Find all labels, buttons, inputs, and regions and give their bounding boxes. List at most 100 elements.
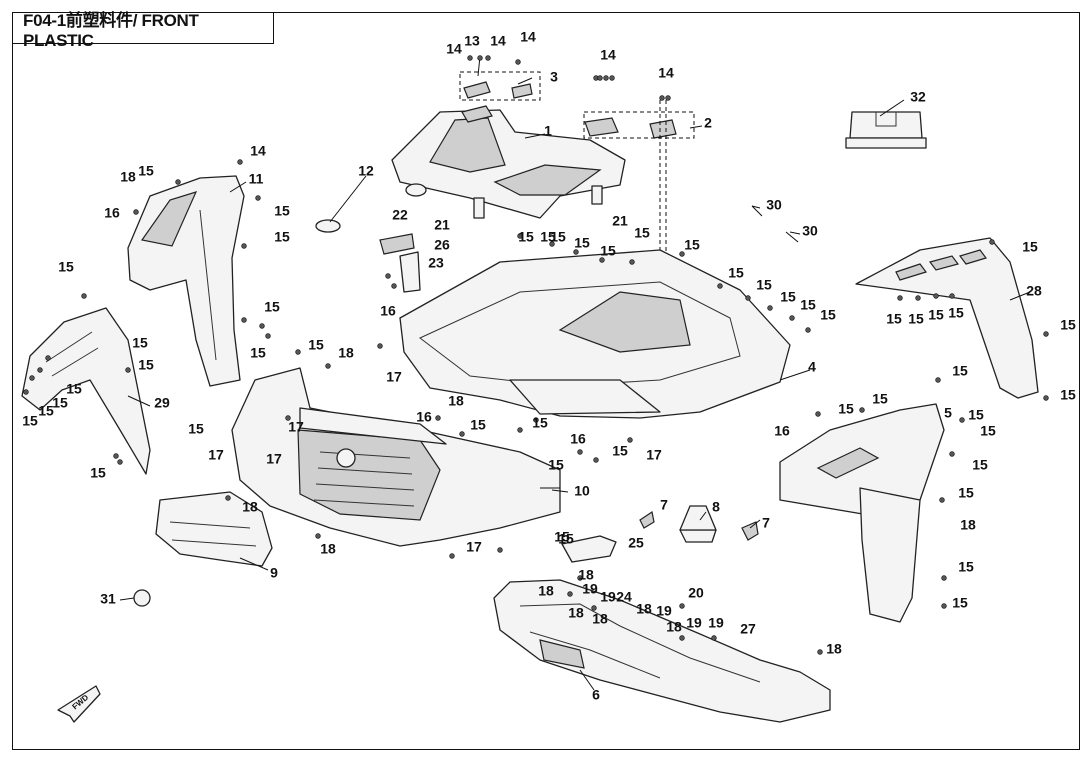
diagram-frame <box>12 12 1080 750</box>
callout-label: 19 <box>582 581 598 597</box>
callout-label: 30 <box>766 197 782 213</box>
screw-icon <box>285 415 291 421</box>
callout-label: 15 <box>548 457 564 473</box>
callout-label: 17 <box>266 451 282 467</box>
part-fender-right-5 <box>779 403 945 623</box>
screw-icon <box>133 209 139 215</box>
part-dashboard-4 <box>399 249 791 419</box>
callout-label: 18 <box>592 611 608 627</box>
callout-label: 6 <box>592 687 600 703</box>
screw-icon <box>989 239 995 245</box>
screw-icon <box>113 453 119 459</box>
screw-icon <box>593 457 599 463</box>
screw-icon <box>255 195 261 201</box>
callout-label: 14 <box>520 29 536 45</box>
callout-label: 19 <box>686 615 702 631</box>
screw-icon <box>897 295 903 301</box>
callout-label: 15 <box>980 423 996 439</box>
screw-icon <box>497 547 503 553</box>
screw-icon <box>603 75 609 81</box>
screw-icon <box>599 257 605 263</box>
callout-label: 14 <box>658 65 674 81</box>
callout-label: 15 <box>872 391 888 407</box>
callout-label: 15 <box>634 225 650 241</box>
part-fender-right-28 <box>855 237 1039 399</box>
callout-label: 18 <box>338 345 354 361</box>
screw-icon <box>629 259 635 265</box>
callout-label: 32 <box>910 89 926 105</box>
callout-label: 15 <box>66 381 82 397</box>
screw-icon <box>949 451 955 457</box>
screw-icon <box>517 233 523 239</box>
callout-label: 10 <box>574 483 590 499</box>
screw-icon <box>941 603 947 609</box>
callout-label: 30 <box>802 223 818 239</box>
callout-label: 15 <box>958 485 974 501</box>
callout-label: 15 <box>952 595 968 611</box>
screw-icon <box>517 427 523 433</box>
screw-icon <box>37 367 43 373</box>
callout-label: 18 <box>578 567 594 583</box>
callout-label: 15 <box>972 457 988 473</box>
callout-label: 15 <box>550 229 566 245</box>
screw-icon <box>449 553 455 559</box>
screw-icon <box>941 575 947 581</box>
fastener-set <box>23 55 1049 655</box>
screw-icon <box>567 591 573 597</box>
callout-label: 28 <box>1026 283 1042 299</box>
screw-icon <box>609 75 615 81</box>
leader-lines <box>119 55 1031 691</box>
screw-icon <box>679 603 685 609</box>
callout-label: 31 <box>100 591 116 607</box>
callout-label: 15 <box>274 229 290 245</box>
screw-icon <box>315 533 321 539</box>
callout-label: 18 <box>242 499 258 515</box>
callout-label: 23 <box>428 255 444 271</box>
callout-label: 15 <box>250 345 266 361</box>
callout-labels: 1 2 3 4 5 6 7 7 8 9 10 11 12 13 14 14 14… <box>22 29 1076 703</box>
screw-icon <box>241 317 247 323</box>
screw-icon <box>295 349 301 355</box>
callout-label: 18 <box>448 393 464 409</box>
part-tie-30 <box>751 205 799 243</box>
callout-label: 24 <box>616 589 632 605</box>
screw-icon <box>237 159 243 165</box>
callout-label: 15 <box>52 395 68 411</box>
callout-label: 18 <box>320 541 336 557</box>
screw-icon <box>325 363 331 369</box>
callout-label: 15 <box>684 237 700 253</box>
callout-label: 13 <box>464 33 480 49</box>
callout-label: 15 <box>800 297 816 313</box>
screw-icon <box>915 295 921 301</box>
screw-icon <box>1043 331 1049 337</box>
part-bracket-3 <box>459 71 541 123</box>
screw-icon <box>767 305 773 311</box>
callout-label: 14 <box>446 41 462 57</box>
callout-label: 19 <box>600 589 616 605</box>
screw-icon <box>549 241 555 247</box>
callout-label: 18 <box>960 517 976 533</box>
callout-label: 26 <box>434 237 450 253</box>
screw-icon <box>259 323 265 329</box>
callout-label: 15 <box>574 235 590 251</box>
callout-label: 15 <box>1060 387 1076 403</box>
callout-label: 15 <box>38 403 54 419</box>
screw-icon <box>391 283 397 289</box>
callout-label: 12 <box>358 163 374 179</box>
callout-label: 21 <box>434 217 450 233</box>
callout-label: 15 <box>188 421 204 437</box>
screw-icon <box>959 417 965 423</box>
callout-label: 9 <box>270 565 278 581</box>
diagram-title: F04-1前塑料件/ FRONT PLASTIC <box>12 11 274 50</box>
callout-label: 15 <box>928 307 944 323</box>
screw-icon <box>467 55 473 61</box>
screw-icon <box>29 375 35 381</box>
screw-icon <box>81 293 87 299</box>
callout-label: 14 <box>490 33 506 49</box>
screw-icon <box>815 411 821 417</box>
fwd-arrow-icon: FWD <box>57 685 101 723</box>
screw-icon <box>515 59 521 65</box>
callout-label: 15 <box>558 531 574 547</box>
screw-icon <box>577 575 583 581</box>
